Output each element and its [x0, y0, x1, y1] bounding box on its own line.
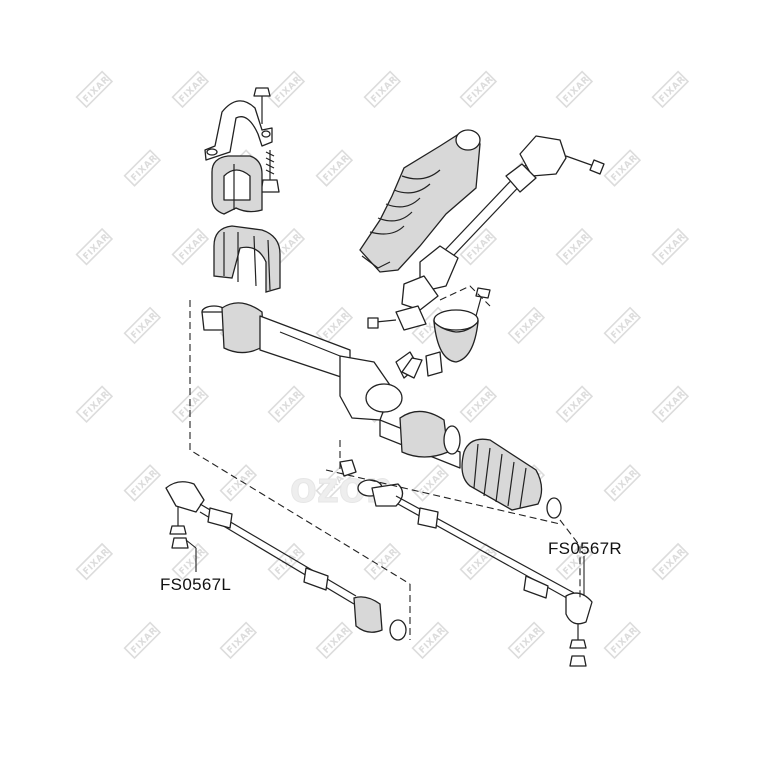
watermark-tile: FIXAR: [123, 464, 162, 502]
right-tie-rod: [395, 495, 593, 667]
watermark-tile: FIXAR: [171, 542, 210, 581]
svg-text:FIXAR: FIXAR: [274, 389, 304, 419]
bracket-bolt: [260, 150, 280, 193]
svg-text:FIXAR: FIXAR: [658, 547, 688, 577]
svg-text:FIXAR: FIXAR: [514, 626, 544, 656]
svg-text:FIXAR: FIXAR: [610, 468, 640, 498]
watermark-tile: FIXAR: [75, 542, 114, 581]
steering-intermediate-shaft: [395, 135, 605, 331]
svg-text:FIXAR: FIXAR: [82, 75, 112, 105]
svg-text:FIXAR: FIXAR: [466, 232, 496, 262]
svg-text:FIXAR: FIXAR: [274, 75, 304, 105]
watermark-tile: FIXAR: [603, 621, 642, 660]
watermark-tile: FIXAR: [651, 227, 690, 266]
watermark-tile: FIXAR: [315, 149, 354, 187]
callout-left: FS0567L: [160, 539, 231, 594]
watermark-tile: FIXAR: [411, 621, 450, 660]
watermark-tile: FIXAR: [459, 70, 498, 109]
svg-text:FIXAR: FIXAR: [82, 547, 112, 577]
watermark-tile: FIXAR: [651, 70, 690, 109]
steering-column-boot: [359, 129, 481, 273]
watermark-tile: FIXAR: [315, 306, 354, 345]
watermark-tile: FIXAR: [651, 385, 690, 423]
watermark-tile: FIXAR: [411, 464, 450, 502]
svg-text:FIXAR: FIXAR: [418, 468, 448, 498]
watermark-tile: FIXAR: [555, 70, 594, 109]
watermark-tile: FIXAR: [123, 306, 162, 345]
svg-text:FIXAR: FIXAR: [466, 389, 496, 419]
svg-text:FIXAR: FIXAR: [514, 311, 544, 341]
clamp-saddle: [213, 225, 281, 293]
pinion-clamp-bolt: [367, 317, 397, 329]
watermark-tile: FIXAR: [75, 227, 114, 266]
svg-text:FIXAR: FIXAR: [130, 311, 160, 341]
watermark-tile: FIXAR: [459, 227, 498, 266]
callout-right: FS0567R: [548, 539, 622, 596]
watermark-tile: FIXAR: [603, 149, 642, 187]
watermark-tile: FIXAR: [459, 385, 498, 423]
svg-text:FIXAR: FIXAR: [562, 232, 592, 262]
mounting-bracket: [204, 87, 273, 161]
svg-text:FIXAR: FIXAR: [130, 153, 160, 183]
watermark-layer: FIXAR FIXAR FIXAR FIXAR FIXAR FIXAR FIXAR FIXAR…: [75, 70, 690, 660]
watermark-tile: FIXAR: [75, 385, 114, 423]
watermark-tile: FIXAR: [267, 385, 306, 423]
pinion-shaft: [401, 351, 443, 379]
rack-bellows: [399, 410, 562, 519]
svg-text:FIXAR: FIXAR: [178, 232, 208, 262]
svg-text:FIXAR: FIXAR: [466, 547, 496, 577]
svg-text:FIXAR: FIXAR: [658, 232, 688, 262]
svg-text:FIXAR: FIXAR: [226, 626, 256, 656]
watermark-tile: FIXAR: [555, 385, 594, 423]
svg-text:FIXAR: FIXAR: [322, 153, 352, 183]
svg-text:FIXAR: FIXAR: [82, 232, 112, 262]
svg-text:FIXAR: FIXAR: [130, 468, 160, 498]
svg-text:FIXAR: FIXAR: [610, 311, 640, 341]
watermark-tile: FIXAR: [219, 621, 258, 660]
label-fs0567l: FS0567L: [160, 575, 231, 594]
watermark-tile: FIXAR: [123, 149, 162, 187]
svg-text:FIXAR: FIXAR: [562, 389, 592, 419]
svg-text:FIXAR: FIXAR: [322, 626, 352, 656]
watermark-tile: FIXAR: [171, 70, 210, 109]
svg-text:FIXAR: FIXAR: [610, 153, 640, 183]
left-tie-rod: [165, 481, 407, 641]
watermark-tile: FIXAR: [267, 70, 306, 109]
watermark-tile: FIXAR: [219, 464, 258, 502]
watermark-tile: FIXAR: [363, 542, 402, 581]
label-fs0567r: FS0567R: [548, 539, 622, 558]
svg-text:FIXAR: FIXAR: [658, 389, 688, 419]
watermark-tile: FIXAR: [603, 464, 642, 502]
svg-text:FIXAR: FIXAR: [130, 626, 160, 656]
watermark-tile: FIXAR: [75, 70, 114, 109]
assembly-dash-lines: [189, 285, 581, 640]
svg-text:FIXAR: FIXAR: [322, 311, 352, 341]
svg-text:FIXAR: FIXAR: [466, 75, 496, 105]
watermark-tile: FIXAR: [171, 227, 210, 266]
svg-text:FIXAR: FIXAR: [370, 75, 400, 105]
svg-text:FIXAR: FIXAR: [178, 75, 208, 105]
watermark-tile: FIXAR: [507, 621, 546, 660]
watermark-tile: FIXAR: [651, 542, 690, 581]
watermark-tile: FIXAR: [363, 70, 402, 109]
svg-text:FIXAR: FIXAR: [418, 626, 448, 656]
pinion-dust-cover: [433, 287, 491, 363]
svg-text:FIXAR: FIXAR: [562, 75, 592, 105]
svg-text:FIXAR: FIXAR: [178, 389, 208, 419]
svg-text:FIXAR: FIXAR: [82, 389, 112, 419]
watermark-tile: FIXAR: [123, 621, 162, 660]
svg-text:FIXAR: FIXAR: [178, 547, 208, 577]
rubber-bushing: [211, 155, 263, 215]
svg-text:FIXAR: FIXAR: [610, 626, 640, 656]
watermark-tile: FIXAR: [315, 621, 354, 660]
watermark-tile: FIXAR: [555, 227, 594, 266]
svg-text:FIXAR: FIXAR: [226, 468, 256, 498]
svg-text:FIXAR: FIXAR: [658, 75, 688, 105]
watermark-tile: FIXAR: [603, 306, 642, 345]
watermark-tile: FIXAR: [507, 306, 546, 345]
